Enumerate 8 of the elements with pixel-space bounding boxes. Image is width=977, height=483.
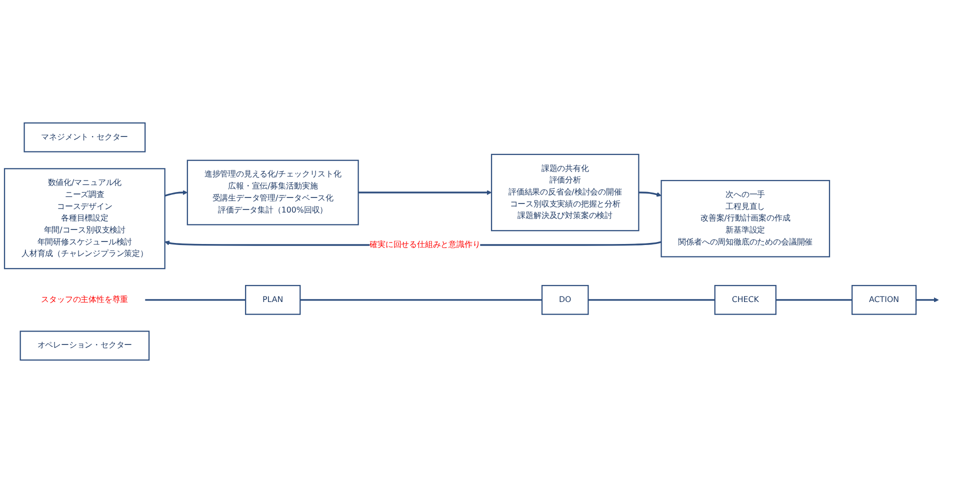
connector <box>300 299 542 301</box>
connector <box>145 299 246 301</box>
arrow <box>916 297 939 302</box>
arrow <box>358 190 492 196</box>
arrow <box>164 190 188 197</box>
connector <box>776 299 852 301</box>
connector <box>588 299 715 301</box>
arrow <box>638 192 662 197</box>
